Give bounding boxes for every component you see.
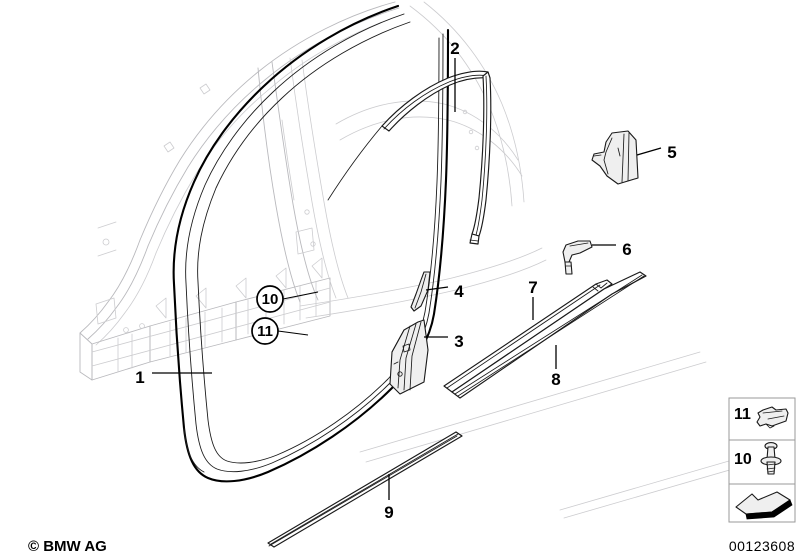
part-4-upper-trim-strip (410, 271, 431, 312)
part-6-small-bracket-clip (562, 240, 593, 275)
leader-4 (425, 286, 449, 291)
callout-label-9: 9 (384, 503, 393, 522)
callout-label-8: 8 (551, 370, 560, 389)
ghost-vehicle-body (79, 1, 765, 519)
callout-label-4: 4 (454, 282, 464, 301)
badge-circle-11 (251, 317, 279, 345)
badge-circle-10 (256, 285, 284, 313)
part-5-corner-cover-cap (591, 130, 639, 185)
part-8-inner-window-sill-strip (451, 271, 647, 399)
callout-label-5: 5 (667, 143, 676, 162)
callout-label-2: 2 (450, 39, 459, 58)
legend-box: 11 10 (728, 397, 796, 523)
callout-label-7: 7 (528, 278, 537, 297)
part-9-lower-door-moulding (267, 431, 463, 548)
callout-label-3: 3 (454, 332, 463, 351)
part-number-text: 00123608 (729, 538, 795, 554)
leader-5 (636, 147, 662, 156)
badge-label-11: 11 (257, 323, 273, 340)
part-2-window-frame-channel-seal (327, 70, 492, 245)
callout-label-6: 6 (622, 240, 631, 259)
legend-label-10: 10 (734, 451, 752, 468)
leader-badge-10 (282, 291, 319, 300)
leader-badge-11 (277, 330, 309, 336)
push-rivet-icon (760, 442, 782, 475)
circled-badges: 10 11 (251, 285, 284, 345)
copyright-text: © BMW AG (28, 538, 107, 555)
leader-lines (152, 58, 662, 500)
callout-labels: 1 2 3 4 5 6 7 8 9 (135, 39, 676, 522)
legend-label-11: 11 (734, 406, 751, 423)
badge-label-10: 10 (262, 291, 279, 308)
callout-label-1: 1 (135, 368, 144, 387)
part-1-door-opening-seal (172, 4, 450, 483)
part-3-mirror-triangle-cover (389, 319, 429, 395)
arrow-wedge-icon (735, 491, 793, 520)
clip-bracket-icon (756, 406, 789, 429)
